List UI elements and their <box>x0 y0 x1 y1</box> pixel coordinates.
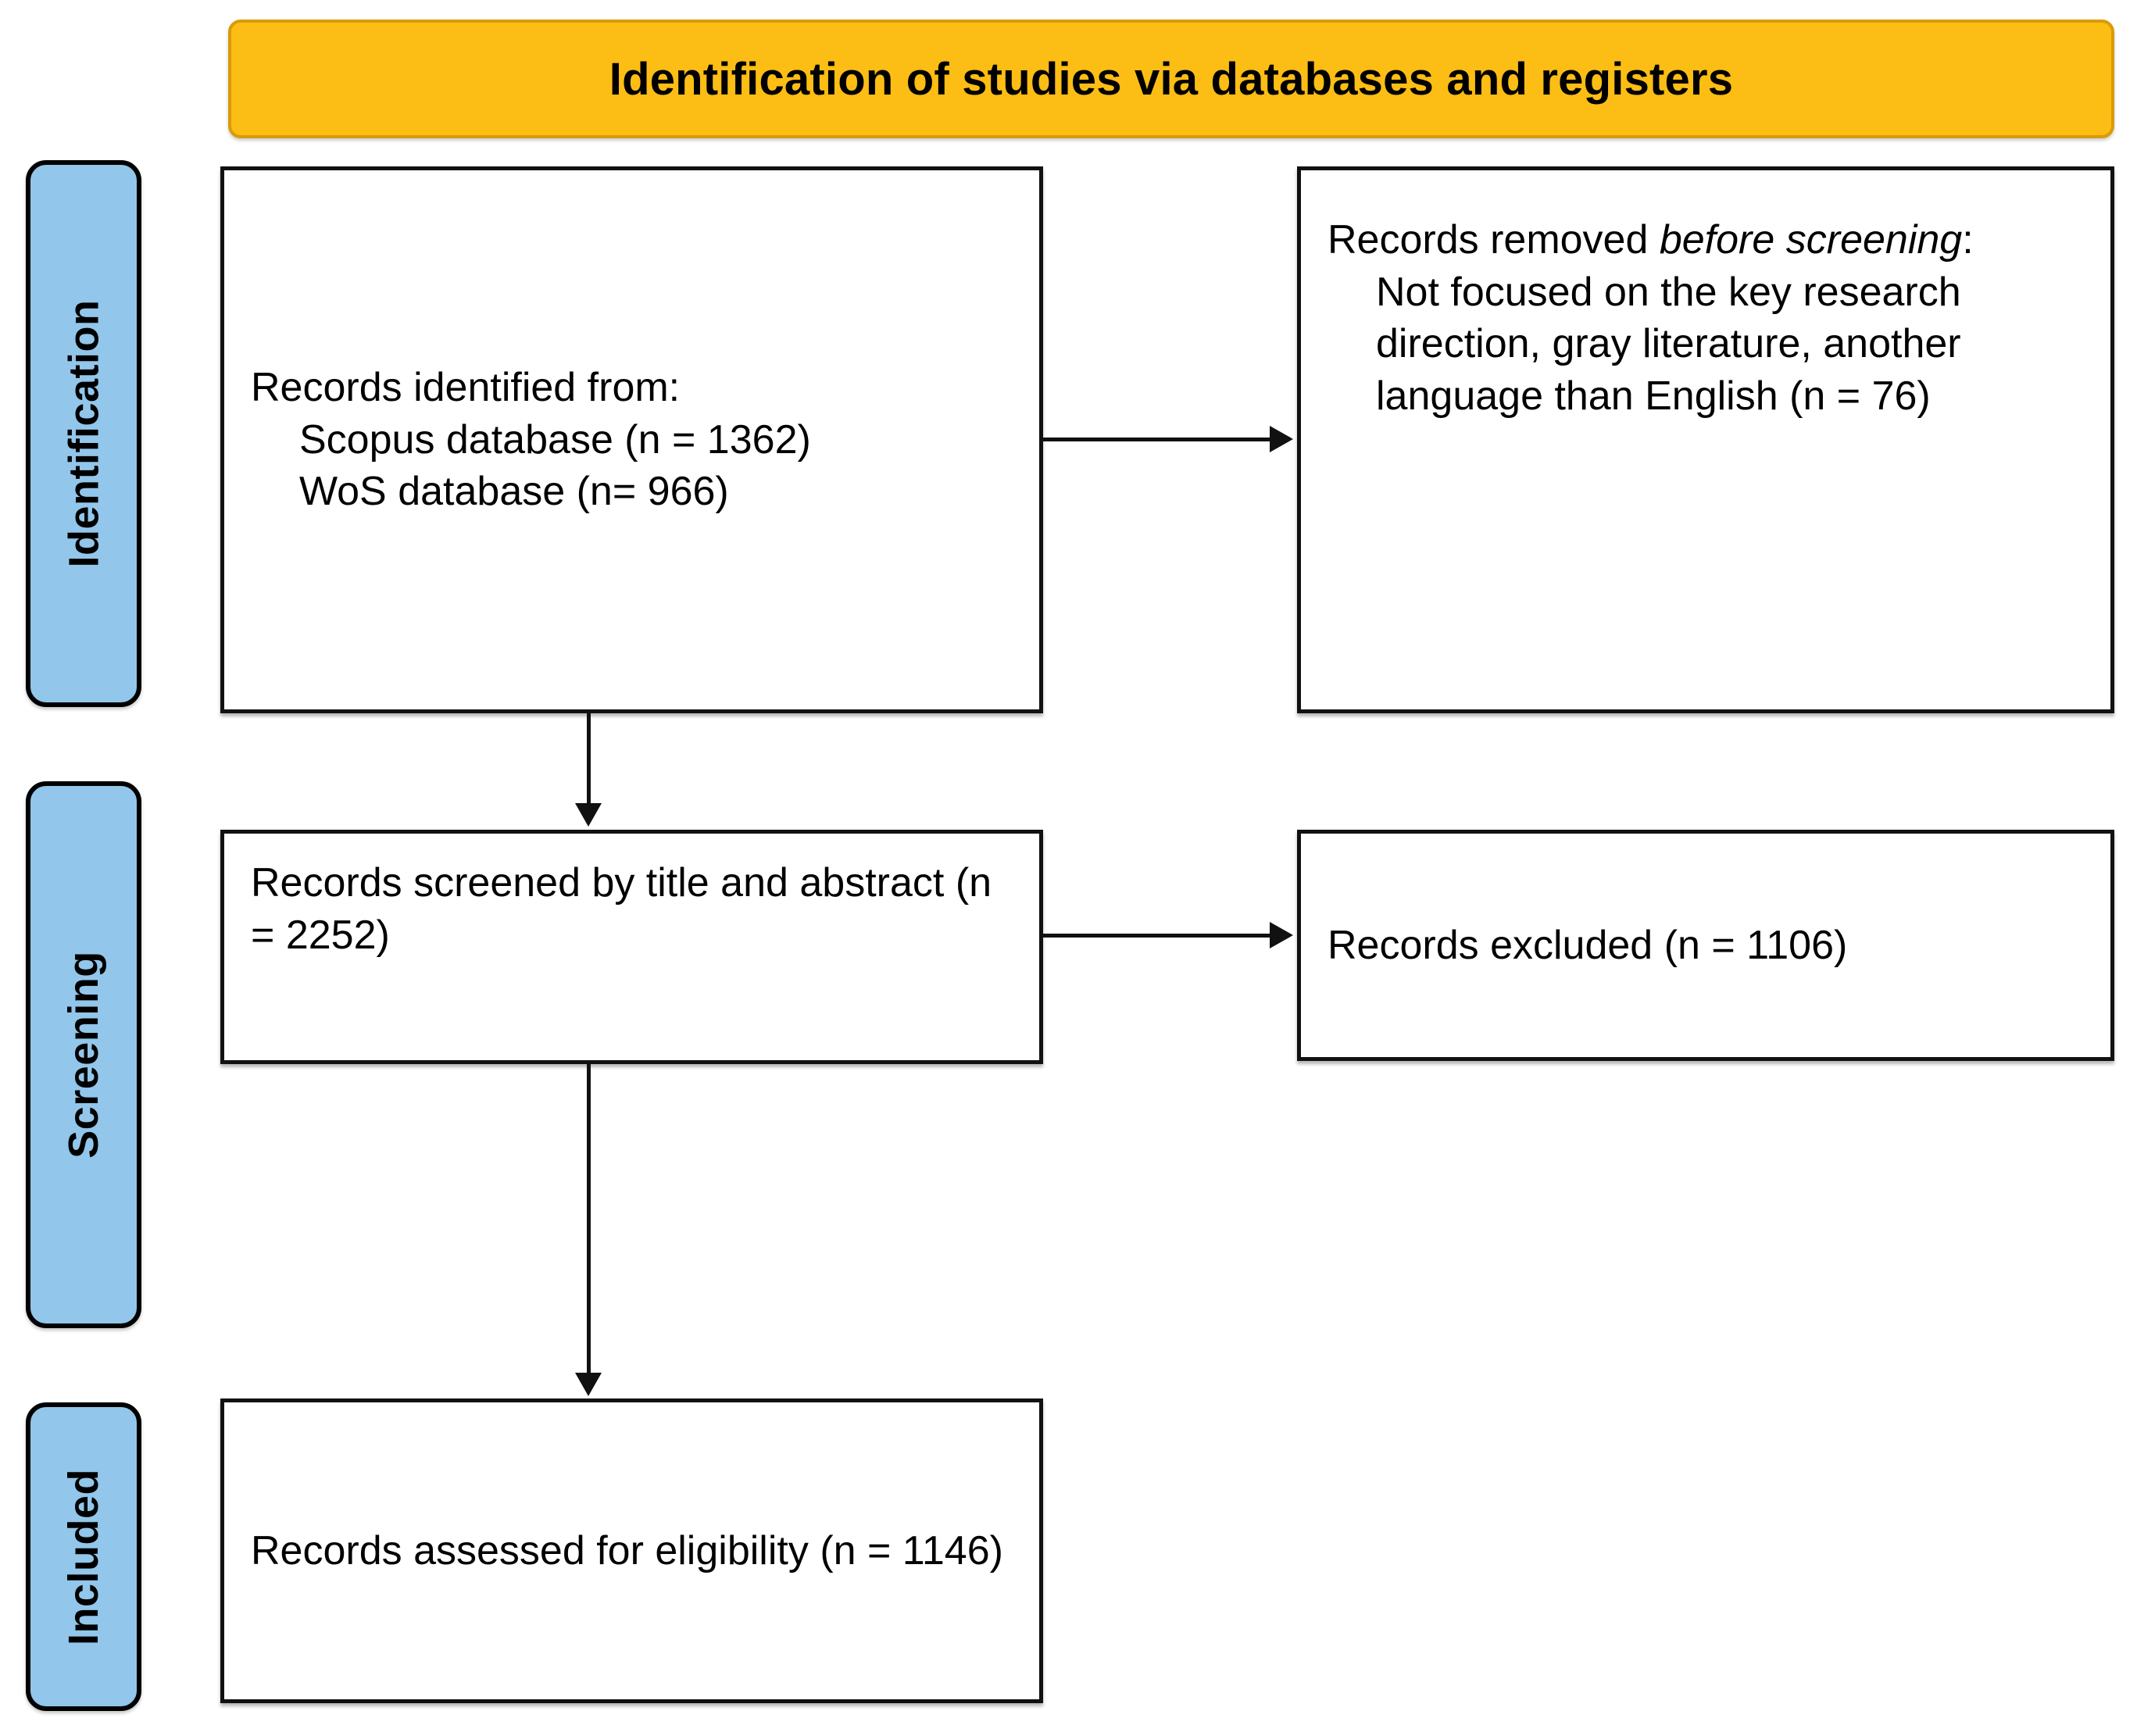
records-screened-line1: Records screened by title and <box>251 860 788 906</box>
box-records-assessed-text: Records assessed for eligibility (n = 11… <box>251 1525 1013 1577</box>
stage-tab-screening: Screening <box>26 781 141 1328</box>
connector-line <box>587 1064 591 1375</box>
records-assessed-line1: Records assessed for eligibility <box>251 1527 809 1573</box>
connector-line <box>1043 934 1271 938</box>
stage-tab-identification-label: Identification <box>60 299 107 568</box>
box-records-excluded-text: Records excluded (n = 1106) <box>1328 920 2084 972</box>
connector-line <box>587 713 591 805</box>
records-identified-line1: Records identified from: <box>251 365 681 411</box>
records-assessed-count: (n = 1146) <box>820 1527 1003 1573</box>
box-records-identified-text: Records identified from: Scopus database… <box>251 362 1013 518</box>
records-identified-scopus: Scopus database (n = 1362) <box>299 416 811 463</box>
records-removed-lead-plain: Records removed <box>1328 217 1660 263</box>
records-removed-detail: Not focused on the key research directio… <box>1376 269 1961 419</box>
box-records-assessed-eligibility: Records assessed for eligibility (n = 11… <box>220 1398 1043 1703</box>
box-records-screened-text: Records screened by title and abstract (… <box>251 857 1013 961</box>
box-records-removed-text: Records removed before screening: Not fo… <box>1328 214 2084 422</box>
records-screened-count: (n = 2252) <box>251 860 992 958</box>
box-records-identified: Records identified from: Scopus database… <box>220 166 1043 713</box>
connector-line <box>1043 438 1271 441</box>
records-screened-line2: abstract <box>799 860 945 906</box>
records-removed-lead-colon: : <box>1962 217 1974 263</box>
banner-title: Identification of studies via databases … <box>609 53 1734 105</box>
stage-tab-identification: Identification <box>26 160 141 707</box>
records-excluded-line1: Records excluded <box>1328 922 1653 968</box>
stage-tab-screening-label: Screening <box>60 951 107 1159</box>
box-records-removed: Records removed before screening: Not fo… <box>1297 166 2114 713</box>
records-removed-lead-italic-2: screening <box>1785 217 1963 263</box>
arrowhead-right-icon <box>1270 426 1293 452</box>
arrowhead-down-icon <box>575 803 602 827</box>
arrowhead-right-icon <box>1270 922 1293 948</box>
stage-tab-included-label: Included <box>60 1468 108 1645</box>
diagram-banner: Identification of studies via databases … <box>228 20 2114 138</box>
arrowhead-down-icon <box>575 1373 602 1396</box>
stage-tab-included: Included <box>26 1402 141 1711</box>
records-removed-lead-italic-1: before <box>1659 217 1775 263</box>
box-records-screened: Records screened by title and abstract (… <box>220 830 1043 1064</box>
box-records-excluded: Records excluded (n = 1106) <box>1297 830 2114 1061</box>
records-excluded-count: (n = 1106) <box>1664 922 1848 968</box>
records-identified-wos: WoS database (n= 966) <box>299 469 729 515</box>
